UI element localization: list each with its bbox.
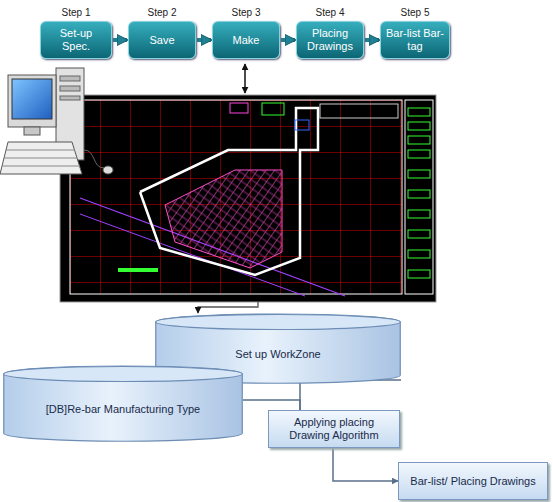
box-text: Applying placing Drawing Algorithm	[275, 416, 393, 442]
step-text: Bar-list Bar-tag	[385, 27, 445, 53]
flow-line	[243, 400, 300, 410]
cad-screen	[60, 95, 436, 302]
step-box: Step 4 Placing Drawings	[296, 6, 364, 59]
step-shape: Save	[128, 21, 196, 59]
step-text: Set-up Spec.	[45, 27, 107, 53]
step-text: Placing Drawings	[301, 27, 359, 53]
step-label: Step 5	[380, 6, 450, 21]
step-shape: Set-up Spec.	[40, 21, 112, 59]
step-arrow	[365, 38, 379, 42]
step-box: Step 5 Bar-list Bar-tag	[380, 6, 450, 59]
box-text: [DB]Re-bar Manufacturing Type	[46, 403, 200, 416]
database-cylinder: [DB]Re-bar Manufacturing Type	[3, 366, 243, 442]
step-shape: Bar-list Bar-tag	[380, 21, 450, 59]
step-arrow	[113, 38, 127, 42]
step-shape: Make	[212, 21, 280, 59]
process-box: Applying placing Drawing Algorithm	[268, 410, 400, 448]
box-text: Bar-list/ Placing Drawings	[410, 475, 535, 488]
step-label: Step 3	[212, 6, 280, 21]
step-arrow	[197, 38, 211, 42]
step-box: Step 1 Set-up Spec.	[40, 6, 112, 59]
step-box: Step 3 Make	[212, 6, 280, 59]
process-box: Bar-list/ Placing Drawings	[398, 462, 548, 500]
step-box: Step 2 Save	[128, 6, 196, 59]
box-text: Set up WorkZone	[235, 348, 320, 361]
step-text: Make	[233, 34, 260, 47]
step-label: Step 2	[128, 6, 196, 21]
screen-bracket-arrow	[198, 302, 258, 313]
step-label: Step 1	[40, 6, 112, 21]
step-text: Save	[149, 34, 174, 47]
flow-line	[333, 448, 398, 481]
computer-icon	[0, 68, 113, 174]
step-shape: Placing Drawings	[296, 21, 364, 59]
flow-line	[300, 380, 401, 410]
make-link-arrow	[244, 64, 246, 93]
step-arrow	[281, 38, 295, 42]
step-label: Step 4	[296, 6, 364, 21]
